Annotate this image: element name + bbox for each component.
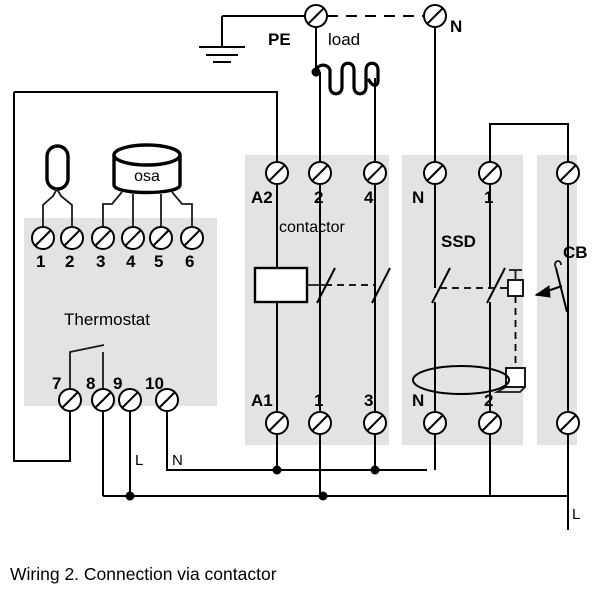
- ssd-contact-n: [431, 267, 451, 304]
- contactor-terminal-a1: [265, 411, 289, 435]
- thermostat-internal-switch: [69, 344, 105, 389]
- cb-terminal-top: [556, 161, 580, 185]
- thermostat-terminal-9: [118, 388, 142, 412]
- contactor-terminal-a2: [265, 161, 289, 185]
- osa-device-icon: [102, 143, 193, 228]
- thermostat-to-a2-wire: [14, 91, 278, 162]
- ssd-toroid-icon: [412, 365, 510, 395]
- ssd-test-button-icon: [507, 269, 524, 297]
- terminal-n-top: [423, 4, 447, 28]
- thermostat-terminal-5: [149, 226, 173, 250]
- osa-device-label: osa: [134, 168, 160, 185]
- contactor-terminal-1: [308, 411, 332, 435]
- thermostat-terminal-7: [58, 388, 82, 412]
- earth-ground-icon: [199, 15, 315, 63]
- l-bus-dot-9: [125, 491, 135, 501]
- contactor-terminal-2: [308, 161, 332, 185]
- thermostat-terminal-1: [31, 226, 55, 250]
- load-heating-element-icon: [314, 61, 380, 96]
- thermostat-terminal-4: [121, 226, 145, 250]
- contactor-terminal-3: [363, 411, 387, 435]
- thermostat-block-background: [24, 218, 217, 406]
- contactor-terminal-4: [363, 161, 387, 185]
- contactor-contact-1: [316, 267, 336, 304]
- terminal-pe: [304, 4, 328, 28]
- ssd-terminal-n-bottom: [423, 411, 447, 435]
- ssd-terminal-n-top: [423, 161, 447, 185]
- ssd-terminal-2-bottom: [478, 411, 502, 435]
- thermostat-7-loop-wire: [13, 92, 71, 462]
- thermostat-terminal-3: [91, 226, 115, 250]
- thermostat-terminal-2: [60, 226, 84, 250]
- temperature-sensor-icon: [42, 144, 73, 228]
- thermostat-terminal-10: [155, 388, 179, 412]
- contactor-coil-icon: [253, 266, 309, 304]
- ssd-terminal-1-top: [478, 161, 502, 185]
- contactor-contact-2: [371, 267, 391, 304]
- ssd-sensing-relay-icon: [493, 367, 526, 393]
- ssd-contact-1: [486, 267, 506, 304]
- cb-terminal-bottom: [556, 411, 580, 435]
- terminal-10-lead: [166, 411, 427, 471]
- thermostat-terminal-8: [91, 388, 115, 412]
- ssd-1-to-cb-wire: [489, 123, 569, 162]
- cb-block-background: [537, 155, 577, 445]
- thermostat-terminal-6: [180, 226, 204, 250]
- ssd-block-background: [402, 155, 523, 445]
- cb-breaker-icon: [534, 260, 568, 313]
